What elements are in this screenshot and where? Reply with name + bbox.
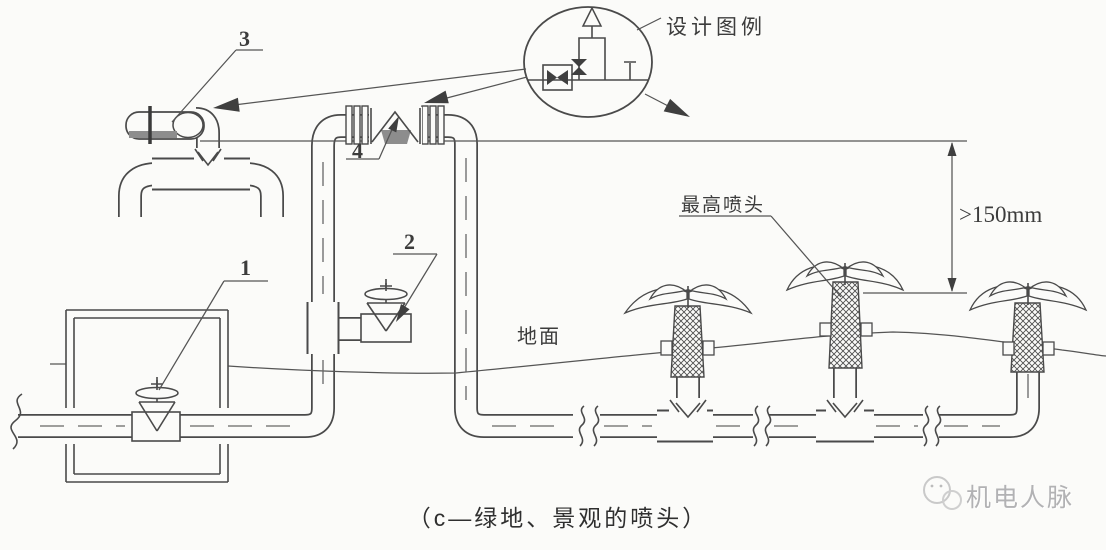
design-legend bbox=[213, 6, 690, 118]
ground-line bbox=[50, 331, 1106, 374]
riser-sockets bbox=[669, 398, 864, 419]
part-label-4: 4 bbox=[352, 138, 363, 163]
dimension-label: >150mm bbox=[959, 202, 1043, 227]
watermark-text: 机电人脉 bbox=[966, 484, 1075, 512]
pipe-break-symbols bbox=[10, 393, 942, 450]
legend-title: 设计图例 bbox=[666, 16, 766, 39]
watermark-logo bbox=[923, 476, 962, 510]
pipe-centerlines bbox=[40, 158, 1029, 427]
part-label-1: 1 bbox=[240, 255, 251, 280]
gate-valve-2 bbox=[360, 279, 412, 343]
part-label-3: 3 bbox=[239, 26, 250, 51]
part-label-2: 2 bbox=[404, 229, 415, 254]
max-sprinkler-label: 最高喷头 bbox=[681, 195, 766, 216]
dimension-150mm bbox=[863, 142, 967, 294]
fitting-assembly-3 bbox=[125, 106, 224, 167]
callout-leaders bbox=[158, 49, 842, 391]
figure-caption: （c—绿地、景观的喷头） bbox=[407, 505, 709, 531]
gate-valve-1 bbox=[131, 377, 181, 442]
ground-label: 地面 bbox=[517, 326, 561, 348]
sprinkler-b-highest bbox=[785, 261, 905, 369]
sprinkler-a bbox=[623, 284, 753, 378]
valve-box bbox=[65, 309, 229, 483]
sprinkler-c bbox=[968, 281, 1088, 373]
